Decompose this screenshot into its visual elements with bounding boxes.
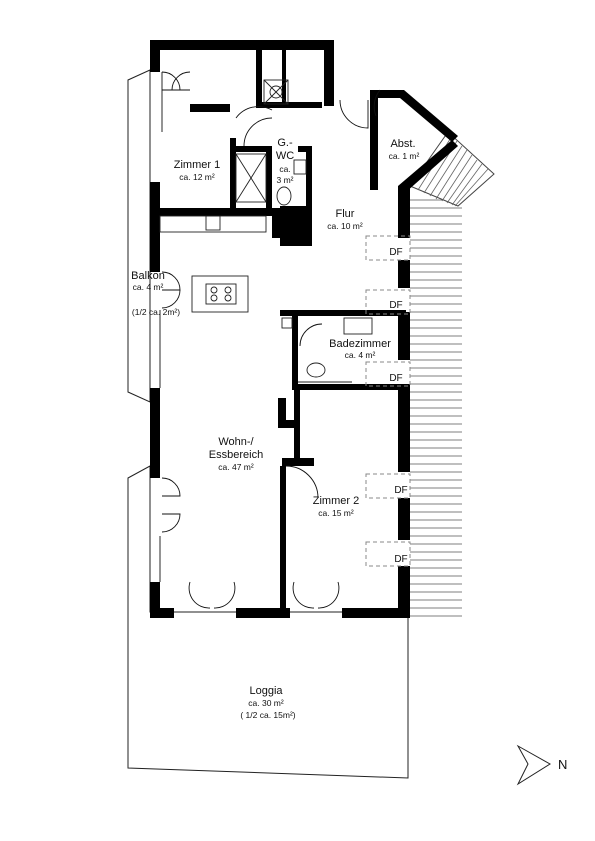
door-swings [159,71,381,609]
room-note-balkon: (1/2 ca. 2m²) [132,307,180,317]
loggia-outline [127,465,409,779]
bath-toilet-icon [306,362,326,378]
skylight-label: DF [389,300,402,311]
room-name-zimmer1: Zimmer 1 [174,159,220,171]
room-name-wohn: Wohn-/ [218,436,254,448]
room-name-gwc: G.- [277,137,293,149]
room-name-wohn-2: Essbereich [209,449,263,461]
room-area-gwc: ca. [279,164,290,174]
room-area-badezimmer: ca. 4 m² [345,350,376,360]
wc-sink-icon [293,159,307,175]
room-name-zimmer2: Zimmer 2 [313,495,359,507]
skylight-label: DF [394,554,407,565]
room-area-flur: ca. 10 m² [327,221,363,231]
compass-label: N [558,757,567,772]
kitchen-sink-icon [205,215,221,231]
roof-slope-hatch [410,199,462,617]
room-name-gwc-2: WC [276,150,294,162]
room-name-badezimmer: Badezimmer [329,338,391,350]
wc-toilet-icon [276,186,292,206]
bath-duct-icon [281,317,293,329]
skylight-label: DF [389,247,402,258]
room-area-balkon: ca. 4 m² [133,282,164,292]
walls [150,40,458,618]
room-area-loggia: ca. 30 m² [248,698,284,708]
room-name-abst: Abst. [390,138,415,150]
room-note-loggia: ( 1/2 ca. 15m²) [240,710,295,720]
skylight-label: DF [389,373,402,384]
room-area-zimmer1: ca. 12 m² [179,172,215,182]
boiler-icon [263,79,289,105]
room-area-abst: ca. 1 m² [389,151,420,161]
skylights: DF DF DF DF DF [365,235,411,567]
room-area-wohn: ca. 47 m² [218,462,254,472]
shower-icon [235,153,267,203]
room-area-gwc-2: 3 m² [277,175,294,185]
fixtures [159,79,373,383]
bath-sink-icon [343,317,373,335]
room-area-zimmer2: ca. 15 m² [318,508,354,518]
compass: N [516,744,567,786]
cooktop-icon [205,283,237,305]
room-labels: Zimmer 1 ca. 12 m² G.- WC ca. 3 m² Abst.… [131,137,419,720]
kitchen-island [191,275,249,313]
north-arrow-icon [516,744,551,786]
skylight-label: DF [394,485,407,496]
room-name-balkon: Balkon [131,270,165,282]
room-name-loggia: Loggia [249,685,283,697]
room-name-flur: Flur [336,208,355,220]
balkon-outline [127,69,151,403]
